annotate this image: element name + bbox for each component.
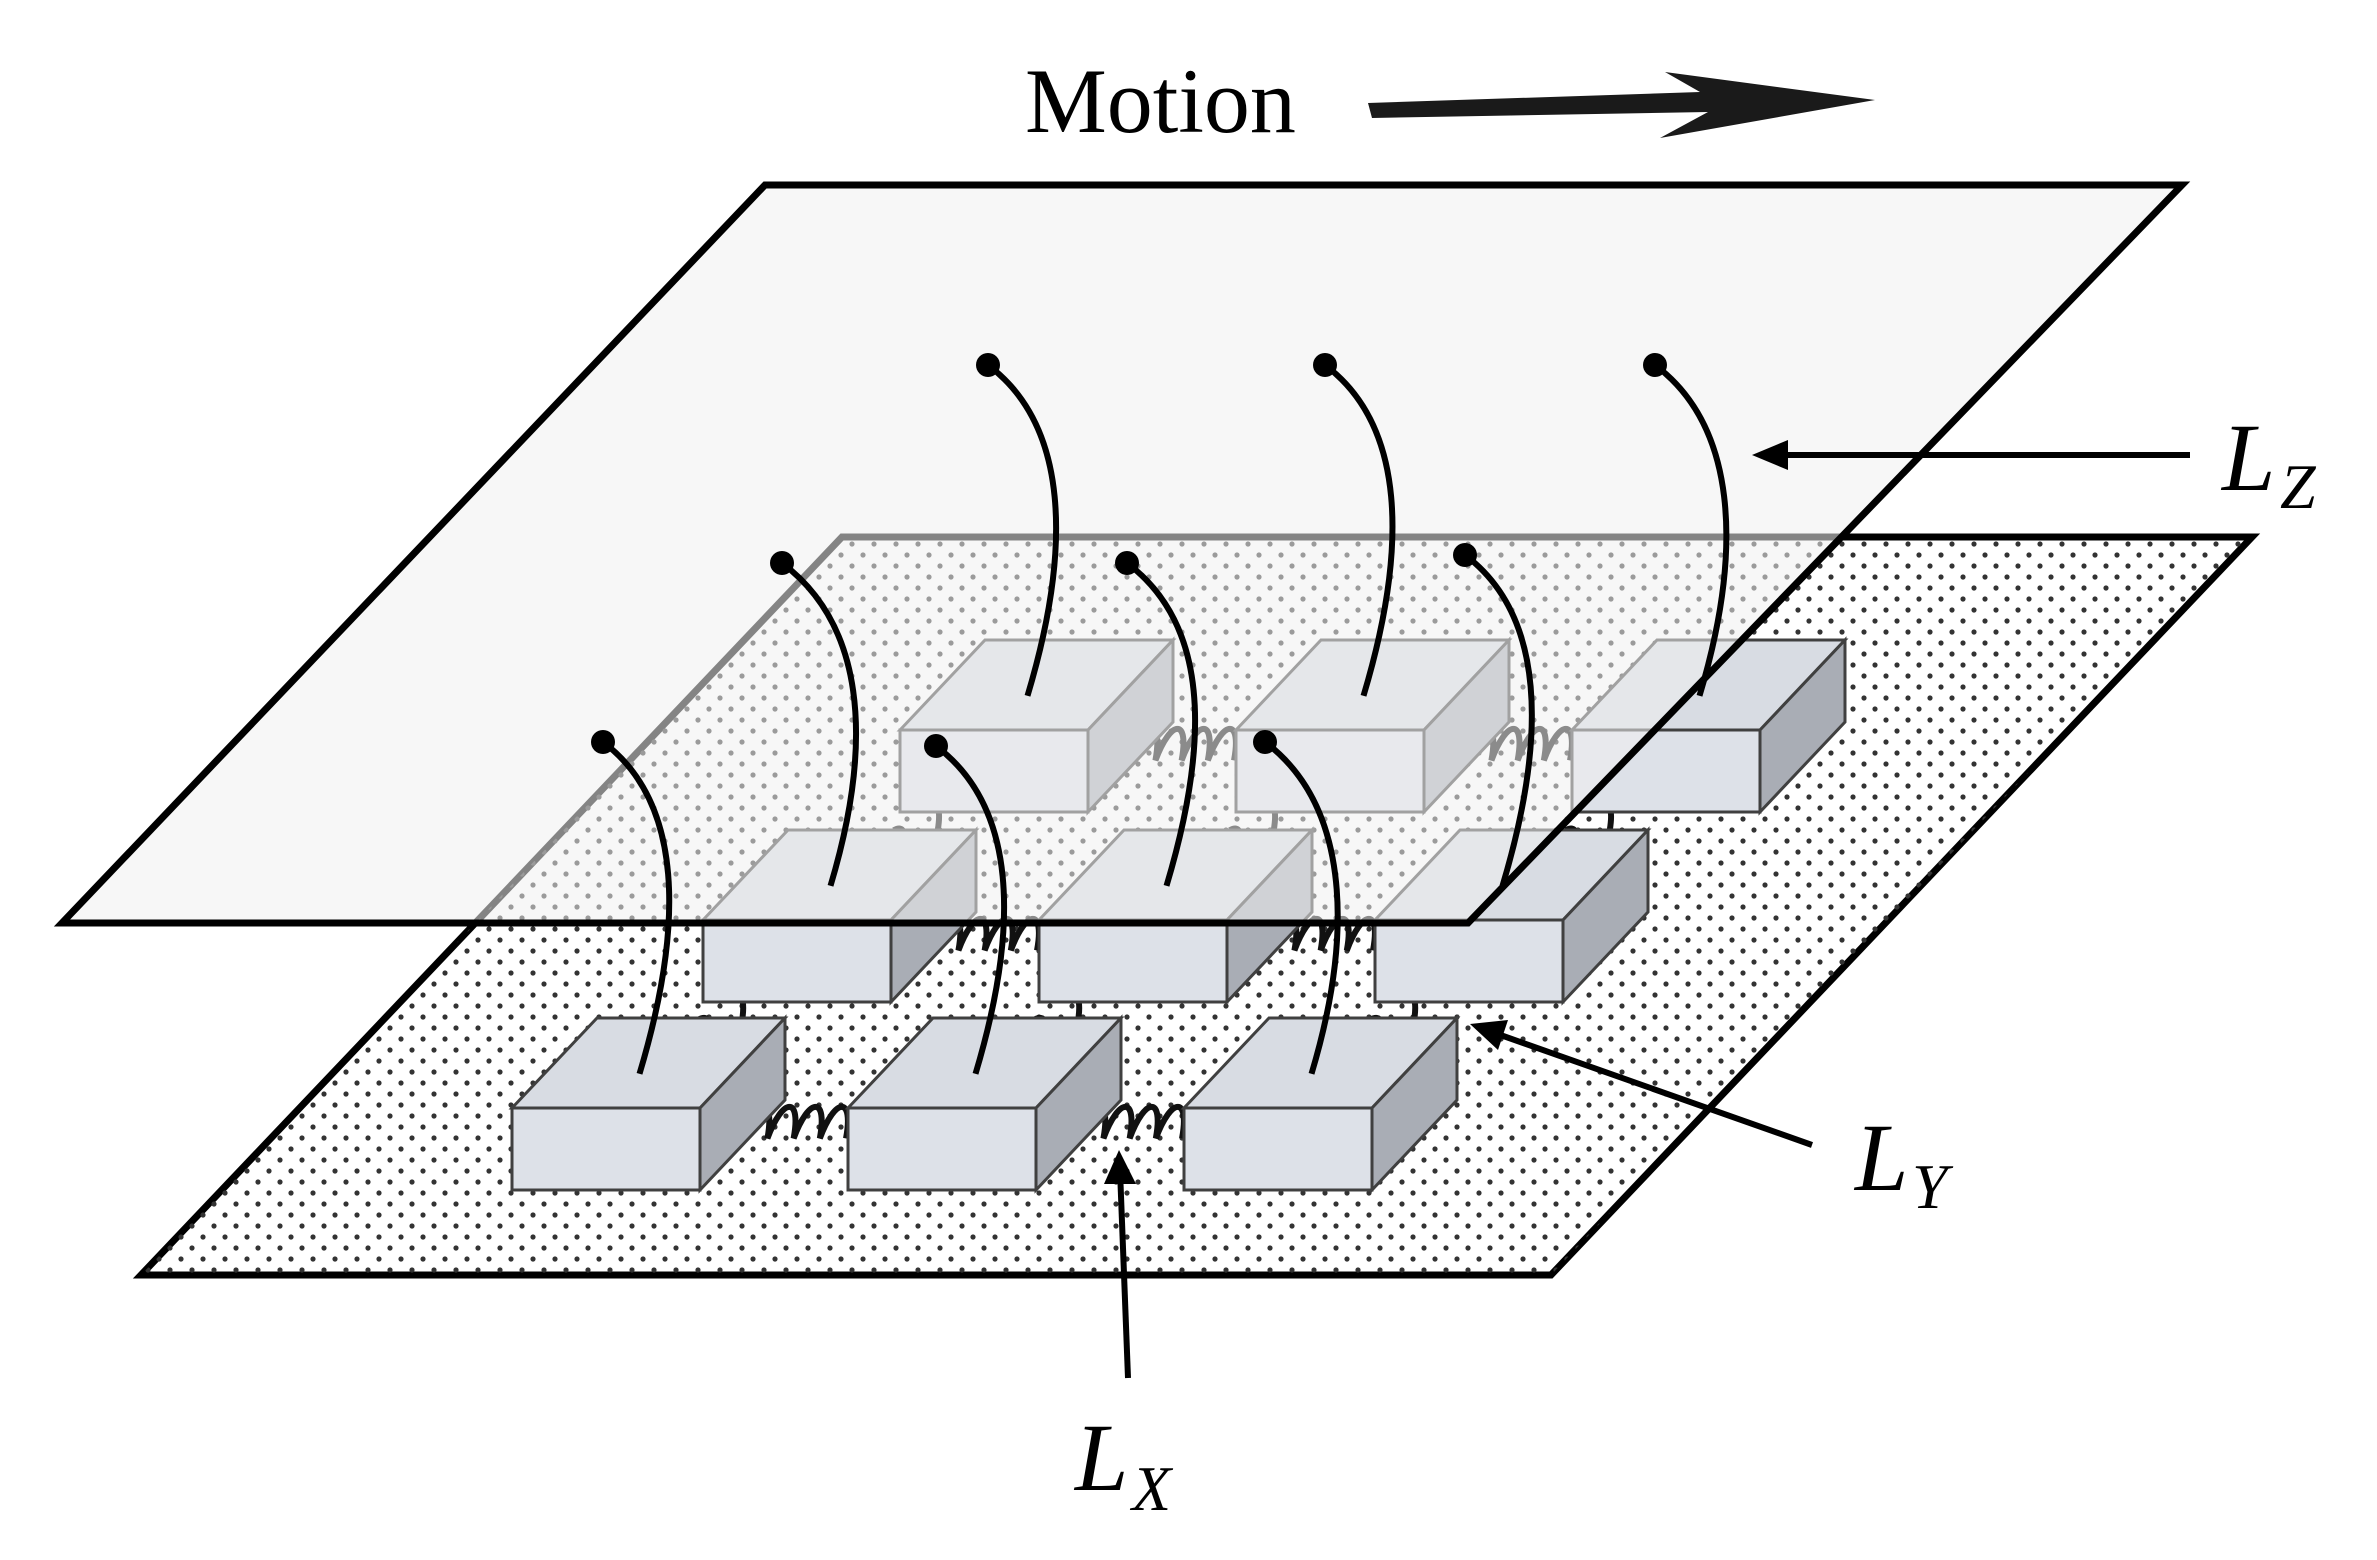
tether-anchor-r0-c2	[1643, 353, 1667, 377]
lx-label-sub: X	[1129, 1453, 1174, 1524]
tether-r1-c0	[780, 560, 859, 887]
tether-r2-c0	[601, 739, 673, 1075]
tether-anchor-r1-c0	[770, 551, 794, 575]
ly-label-sub: Y	[1912, 1151, 1954, 1222]
motion-arrow-icon	[1368, 72, 1875, 138]
tether-r0-c1	[1323, 362, 1396, 697]
tether-anchor-r1-c2	[1453, 543, 1477, 567]
block-r2-c2	[1180, 1014, 1461, 1194]
tether-anchor-r0-c0	[976, 353, 1000, 377]
tether-anchor-r2-c1	[924, 734, 948, 758]
lz-arrowhead-icon	[1752, 440, 1788, 470]
tether-anchor-r0-c1	[1313, 353, 1337, 377]
block-front-face	[510, 1106, 702, 1192]
motion-arrow	[1368, 72, 1875, 138]
label-lx: L X	[1073, 1404, 1174, 1524]
ly-label-main: L	[1853, 1104, 1908, 1211]
lx-label-main: L	[1073, 1404, 1128, 1511]
leader-lines	[1104, 440, 2190, 1379]
lz-label-main: L	[2220, 404, 2275, 511]
tether-r1-c1	[1125, 560, 1199, 887]
tether-r0-c2	[1653, 362, 1730, 697]
lx-arrowhead-icon	[1104, 1150, 1136, 1184]
block-front-face	[846, 1106, 1038, 1192]
tether-anchor-r2-c2	[1253, 730, 1277, 754]
block-r2-c1	[844, 1014, 1125, 1194]
tether-r2-c2	[1263, 739, 1341, 1075]
block-r2-c0	[508, 1014, 789, 1194]
lz-label-sub: Z	[2280, 451, 2317, 522]
block-front-face	[1037, 918, 1229, 1004]
motion-label: Motion	[1025, 50, 1296, 152]
block-front-face	[1373, 918, 1565, 1004]
block-front-face	[1182, 1106, 1374, 1192]
lx-leader-line	[1117, 1169, 1131, 1379]
tether-r0-c0	[986, 362, 1060, 697]
tether-r1-c2	[1463, 552, 1535, 887]
tethers-group	[591, 353, 1730, 1075]
label-lz: L Z	[2220, 404, 2317, 522]
ly-leader-line	[1491, 1029, 1813, 1148]
tether-anchor-r2-c0	[591, 730, 615, 754]
ly-arrowhead-icon	[1470, 1020, 1508, 1050]
tether-r2-c1	[934, 743, 1008, 1075]
tether-anchor-r1-c1	[1115, 551, 1139, 575]
block-front-face	[701, 918, 893, 1004]
label-ly: L Y	[1853, 1104, 1954, 1222]
